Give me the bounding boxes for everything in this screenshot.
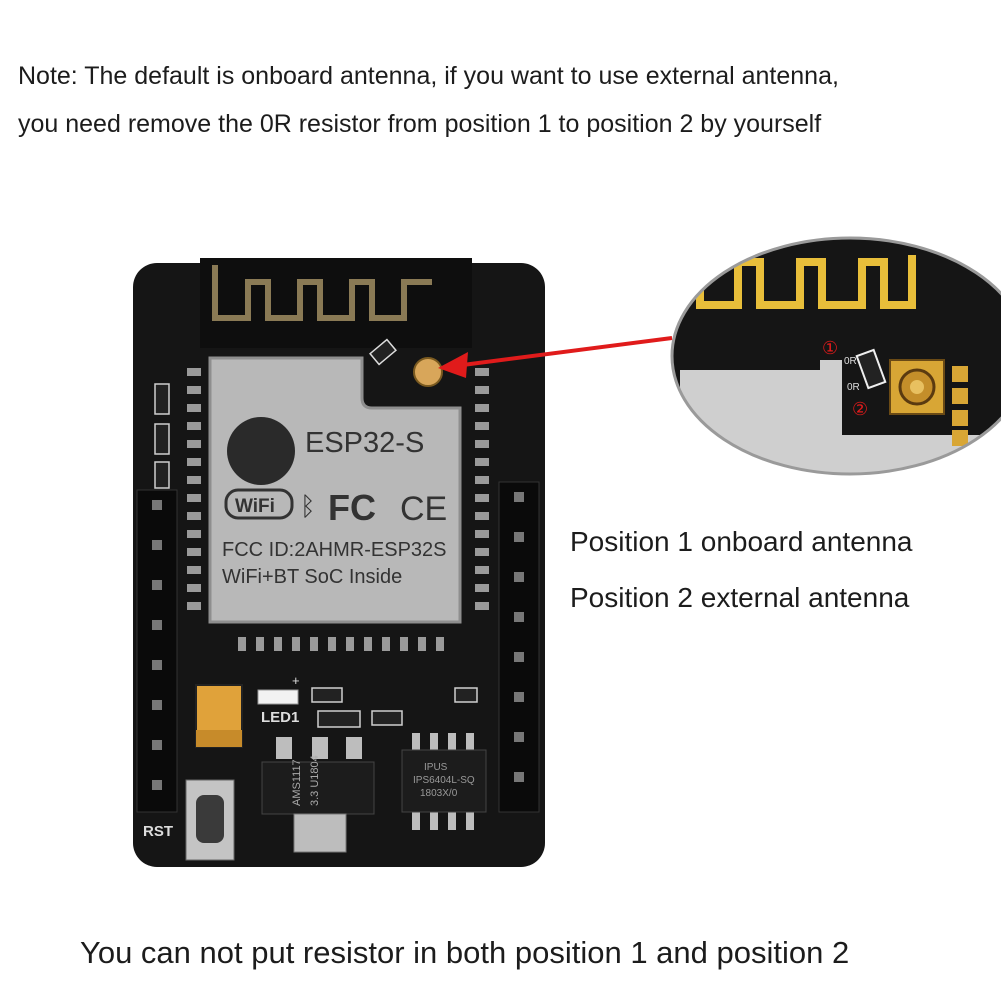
reset-button-cap — [196, 795, 224, 843]
voltage-regulator: AMS1117 3.3 U1804 — [261, 737, 375, 853]
zoom-resistor — [855, 348, 887, 390]
module-pads-right — [475, 368, 489, 610]
module-pads-bottom — [238, 637, 444, 651]
left-small-parts — [154, 383, 170, 489]
regulator-code: 3.3 U1804 — [309, 755, 321, 806]
resistor-label-b: 0R — [847, 382, 860, 393]
fcc-id-text: FCC ID:2AHMR-ESP32S — [222, 539, 447, 561]
ipex-connector — [413, 357, 443, 387]
led1-label: LED1 — [261, 709, 299, 726]
antenna-area — [200, 258, 472, 348]
smd-components — [311, 687, 478, 728]
zoom-shield — [680, 360, 1001, 474]
soc-text: WiFi+BT SoC Inside — [222, 566, 402, 588]
regulator-text: AMS1117 — [291, 759, 303, 806]
capacitor-band — [196, 730, 242, 747]
zoom-view: ① ② 0R 0R — [672, 238, 1001, 474]
note-text: Note: The default is onboard antenna, if… — [18, 52, 998, 148]
psram-text-2: IPS6404L-SQ — [413, 775, 475, 786]
note-line-1: Note: The default is onboard antenna, if… — [18, 62, 839, 90]
onboard-resistor — [369, 338, 397, 366]
wifi-logo — [224, 488, 294, 520]
position-1-label: Position 1 onboard antenna — [570, 526, 913, 557]
fcc-logo: FC — [328, 487, 376, 528]
psram-text-1: IPUS — [424, 762, 448, 773]
position-2-label: Position 2 external antenna — [570, 582, 910, 613]
wifi-logo-text: WiFi — [235, 496, 275, 517]
ce-logo: CE — [400, 490, 447, 528]
pointer-arrow-line — [454, 336, 673, 368]
zoom-antenna-trace — [696, 255, 916, 309]
zoom-side-pads — [952, 366, 968, 446]
bluetooth-icon: ᛒ — [300, 491, 316, 521]
led-plus-label: + — [292, 673, 300, 688]
marker-position-1: ① — [822, 338, 838, 358]
shield-dot — [227, 417, 295, 485]
footer-warning: You can not put resistor in both positio… — [80, 935, 850, 970]
rst-label: RST — [143, 823, 173, 840]
resistor-label-a: 0R — [844, 356, 857, 367]
led1 — [257, 689, 299, 705]
module-pads-left — [187, 368, 201, 610]
psram-chip: IPUS IPS6404L-SQ 1803X/0 — [401, 733, 487, 830]
right-pin-header — [498, 481, 540, 813]
zoom-circle-border — [670, 236, 1001, 476]
left-pin-header — [136, 489, 178, 813]
marker-position-2: ② — [852, 399, 868, 419]
pointer-arrow-head — [438, 352, 468, 378]
module-name: ESP32-S — [305, 427, 424, 459]
psram-text-3: 1803X/0 — [420, 788, 458, 799]
note-line-2: you need remove the 0R resistor from pos… — [18, 110, 822, 138]
pcb-antenna-trace — [212, 265, 432, 321]
